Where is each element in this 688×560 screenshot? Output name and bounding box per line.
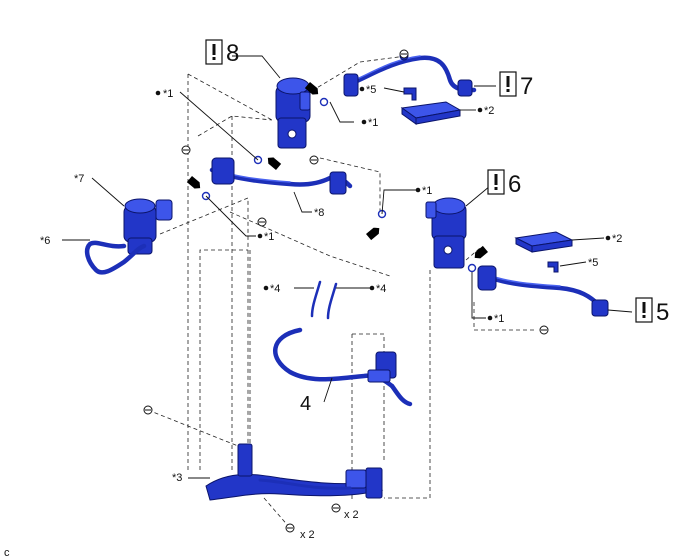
- bullet-dot-icon: [361, 119, 367, 125]
- label-s1: *1: [163, 88, 173, 100]
- direction-arrow-icon: [474, 245, 488, 259]
- label-s1: *1: [422, 185, 432, 197]
- label-qty-x2: x 2: [300, 529, 315, 541]
- part-s3-bracket: [205, 443, 384, 501]
- caution-box-icon: [487, 169, 505, 195]
- label-s5: *5: [366, 84, 376, 96]
- part-4-hose: [273, 327, 413, 407]
- label-s4: *4: [270, 283, 280, 295]
- bullet-dot-icon: [415, 187, 421, 193]
- direction-arrow-icon: [186, 176, 201, 189]
- bolts: [143, 49, 549, 533]
- assembly-guide-lines: [147, 55, 536, 529]
- label-s1: *1: [368, 117, 378, 129]
- caution-markers: [205, 39, 653, 323]
- part-8-actuator: [275, 77, 311, 149]
- label-part-8: 8: [226, 40, 239, 67]
- bullet-dot-icon: [155, 90, 161, 96]
- bolt-icon: [539, 325, 549, 335]
- bullet-dot-icon: [359, 86, 365, 92]
- bullet-dot-icon: [487, 315, 493, 321]
- corner-code: c: [4, 547, 10, 559]
- part-6-actuator: [425, 197, 467, 269]
- bullet-dots: [155, 86, 611, 321]
- label-s5: *5: [588, 257, 598, 269]
- label-s1: *1: [264, 231, 274, 243]
- part-5-pipe: [477, 265, 609, 317]
- label-part-5: 5: [656, 299, 669, 326]
- caution-box-icon: [635, 297, 653, 323]
- part-s4-tubes: [310, 280, 338, 320]
- label-part-4: 4: [300, 393, 311, 415]
- bolt-icon: [257, 217, 267, 227]
- label-part-7: 7: [520, 73, 533, 100]
- bolt-icon: [181, 145, 191, 155]
- bullet-dot-icon: [477, 107, 483, 113]
- label-s2: *2: [484, 105, 494, 117]
- label-s7: *7: [74, 173, 84, 185]
- bolt-icon: [309, 155, 319, 165]
- bullet-dot-icon: [605, 235, 611, 241]
- right-clip-and-pad: [514, 231, 574, 273]
- label-s1: *1: [494, 313, 504, 325]
- caution-box-icon: [499, 71, 517, 97]
- bolt-icon: [143, 405, 153, 415]
- part-s7-actuator: [84, 198, 173, 275]
- direction-arrows: [186, 82, 488, 259]
- bullet-dot-icon: [263, 285, 269, 291]
- upper-clip-and-pad: [400, 87, 462, 125]
- label-qty-x2: x 2: [344, 509, 359, 521]
- bullet-dot-icon: [369, 285, 375, 291]
- bolt-icon: [331, 503, 341, 513]
- leader-lines: [62, 55, 633, 479]
- bolt-icon: [399, 49, 409, 59]
- part-s8-pipe: [209, 157, 353, 195]
- label-s3: *3: [172, 472, 182, 484]
- caution-box-icon: [205, 39, 223, 65]
- label-s2: *2: [612, 233, 622, 245]
- label-s8: *8: [314, 207, 324, 219]
- bullet-dot-icon: [257, 233, 263, 239]
- label-s6: *6: [40, 235, 50, 247]
- label-part-6: 6: [508, 171, 521, 198]
- direction-arrow-icon: [267, 157, 282, 170]
- direction-arrow-icon: [304, 82, 319, 95]
- direction-arrow-icon: [366, 227, 380, 241]
- labels: 8 7 6 5 4 *1 *1 *1 *1 *1 *2 *2 *3 *4 *4 …: [4, 40, 669, 559]
- label-s4: *4: [376, 283, 386, 295]
- bolt-icon: [285, 523, 295, 533]
